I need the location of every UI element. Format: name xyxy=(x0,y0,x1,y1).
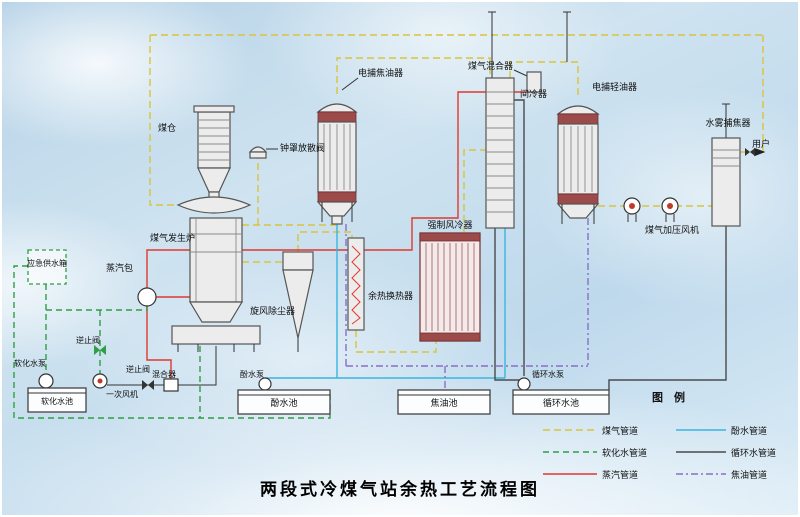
tar-pipes xyxy=(345,218,589,390)
structural-lines xyxy=(107,11,730,386)
diagram-title: 两段式冷煤气站余热工艺流程图 xyxy=(260,479,540,499)
phenol-pool-label: 酚水池 xyxy=(270,397,297,408)
circulating-pump-icon xyxy=(517,377,531,391)
air-mixer-label: 混合器 xyxy=(152,369,176,379)
electric-light-oil-precipitator xyxy=(556,105,600,224)
mist-tar-catcher-label: 水雾捕焦器 xyxy=(705,117,750,128)
air-mixer-device xyxy=(163,378,179,392)
intercooler xyxy=(485,77,515,229)
gas-pressure-fans xyxy=(623,197,679,222)
check-valve-b-label: 逆止阀 xyxy=(126,364,150,374)
electric-tar-precipitator xyxy=(316,103,358,225)
intercooler-label: 间冷器 xyxy=(520,88,547,99)
emergency-water-tank xyxy=(27,249,67,285)
equipment-labels: 煤仓 煤气发生炉 蒸汽包 应急供水箱 钟罩放散阀 电捕焦油器 煤气混合器 间冷器… xyxy=(14,60,770,408)
steam-drum xyxy=(137,287,157,307)
phenol-pump-label: 酚水泵 xyxy=(240,369,264,379)
pools xyxy=(27,387,610,415)
gas-generator-label: 煤气发生炉 xyxy=(150,232,195,243)
legend-label-steam: 蒸汽管道 xyxy=(602,469,638,480)
forced-air-cooler xyxy=(419,232,481,342)
phenol-pump-icon xyxy=(258,377,272,391)
softened-water-pool-label: 软化水池 xyxy=(41,396,73,406)
check-valve-b-icon xyxy=(142,380,154,390)
bell-valve-label: 钟罩放散阀 xyxy=(280,142,325,153)
circulating-pool-label: 循环水池 xyxy=(543,397,579,408)
user-label: 用户 xyxy=(752,138,770,149)
user-line-valve-icon xyxy=(745,148,755,156)
check-valve-a-label: 逆止阀 xyxy=(76,335,100,345)
check-valve-a-icon xyxy=(94,345,106,355)
legend-label-gas: 煤气管道 xyxy=(602,425,638,436)
tar-precipitator-label: 电捕焦油器 xyxy=(358,67,403,78)
bell-release-valve xyxy=(248,146,268,159)
emergency-tank-label: 应急供水箱 xyxy=(27,258,67,268)
legend-label-circulating: 循环水管道 xyxy=(731,447,776,458)
steam-drum-label: 蒸汽包 xyxy=(106,262,133,273)
cyclone-label: 旋风除尘器 xyxy=(250,305,295,316)
forced-air-cooler-label: 强制风冷器 xyxy=(427,219,472,230)
steam-pipes xyxy=(146,91,534,379)
legend-label-tar: 焦油管道 xyxy=(731,469,767,480)
water-mist-tar-catcher xyxy=(711,137,741,227)
legend: 图 例 煤气管道 软化水管道 蒸汽管道 酚水管道 循环水管道 焦油管道 xyxy=(543,390,776,480)
legend-heading: 图 例 xyxy=(652,390,689,404)
tar-pool-label: 焦油池 xyxy=(430,397,457,408)
gas-pressure-fan-label: 煤气加压风机 xyxy=(645,224,699,235)
gas-generator xyxy=(171,191,261,352)
gas-mixer-device xyxy=(526,71,542,93)
coal-bunker xyxy=(193,105,235,193)
legend-label-softened-water: 软化水管道 xyxy=(602,447,647,458)
coal-bunker-label: 煤仓 xyxy=(158,122,176,133)
legend-label-phenol: 酚水管道 xyxy=(731,425,767,436)
primary-fan-label: 一次风机 xyxy=(106,389,138,399)
circulating-water-pipes xyxy=(494,99,727,390)
gas-mixer-label: 煤气混合器 xyxy=(468,60,513,71)
softened-water-pump-label: 软化水泵 xyxy=(14,358,46,368)
light-oil-precipitator-label: 电捕轻油器 xyxy=(592,81,637,92)
softened-water-pump-icon xyxy=(38,373,54,389)
cyclone-separator xyxy=(282,251,314,339)
waste-heat-exchanger-label: 余热换热器 xyxy=(368,290,413,301)
waste-heat-exchanger xyxy=(347,237,365,331)
primary-fan-hub xyxy=(97,378,103,384)
circulating-pump-label: 循环水泵 xyxy=(532,369,564,379)
